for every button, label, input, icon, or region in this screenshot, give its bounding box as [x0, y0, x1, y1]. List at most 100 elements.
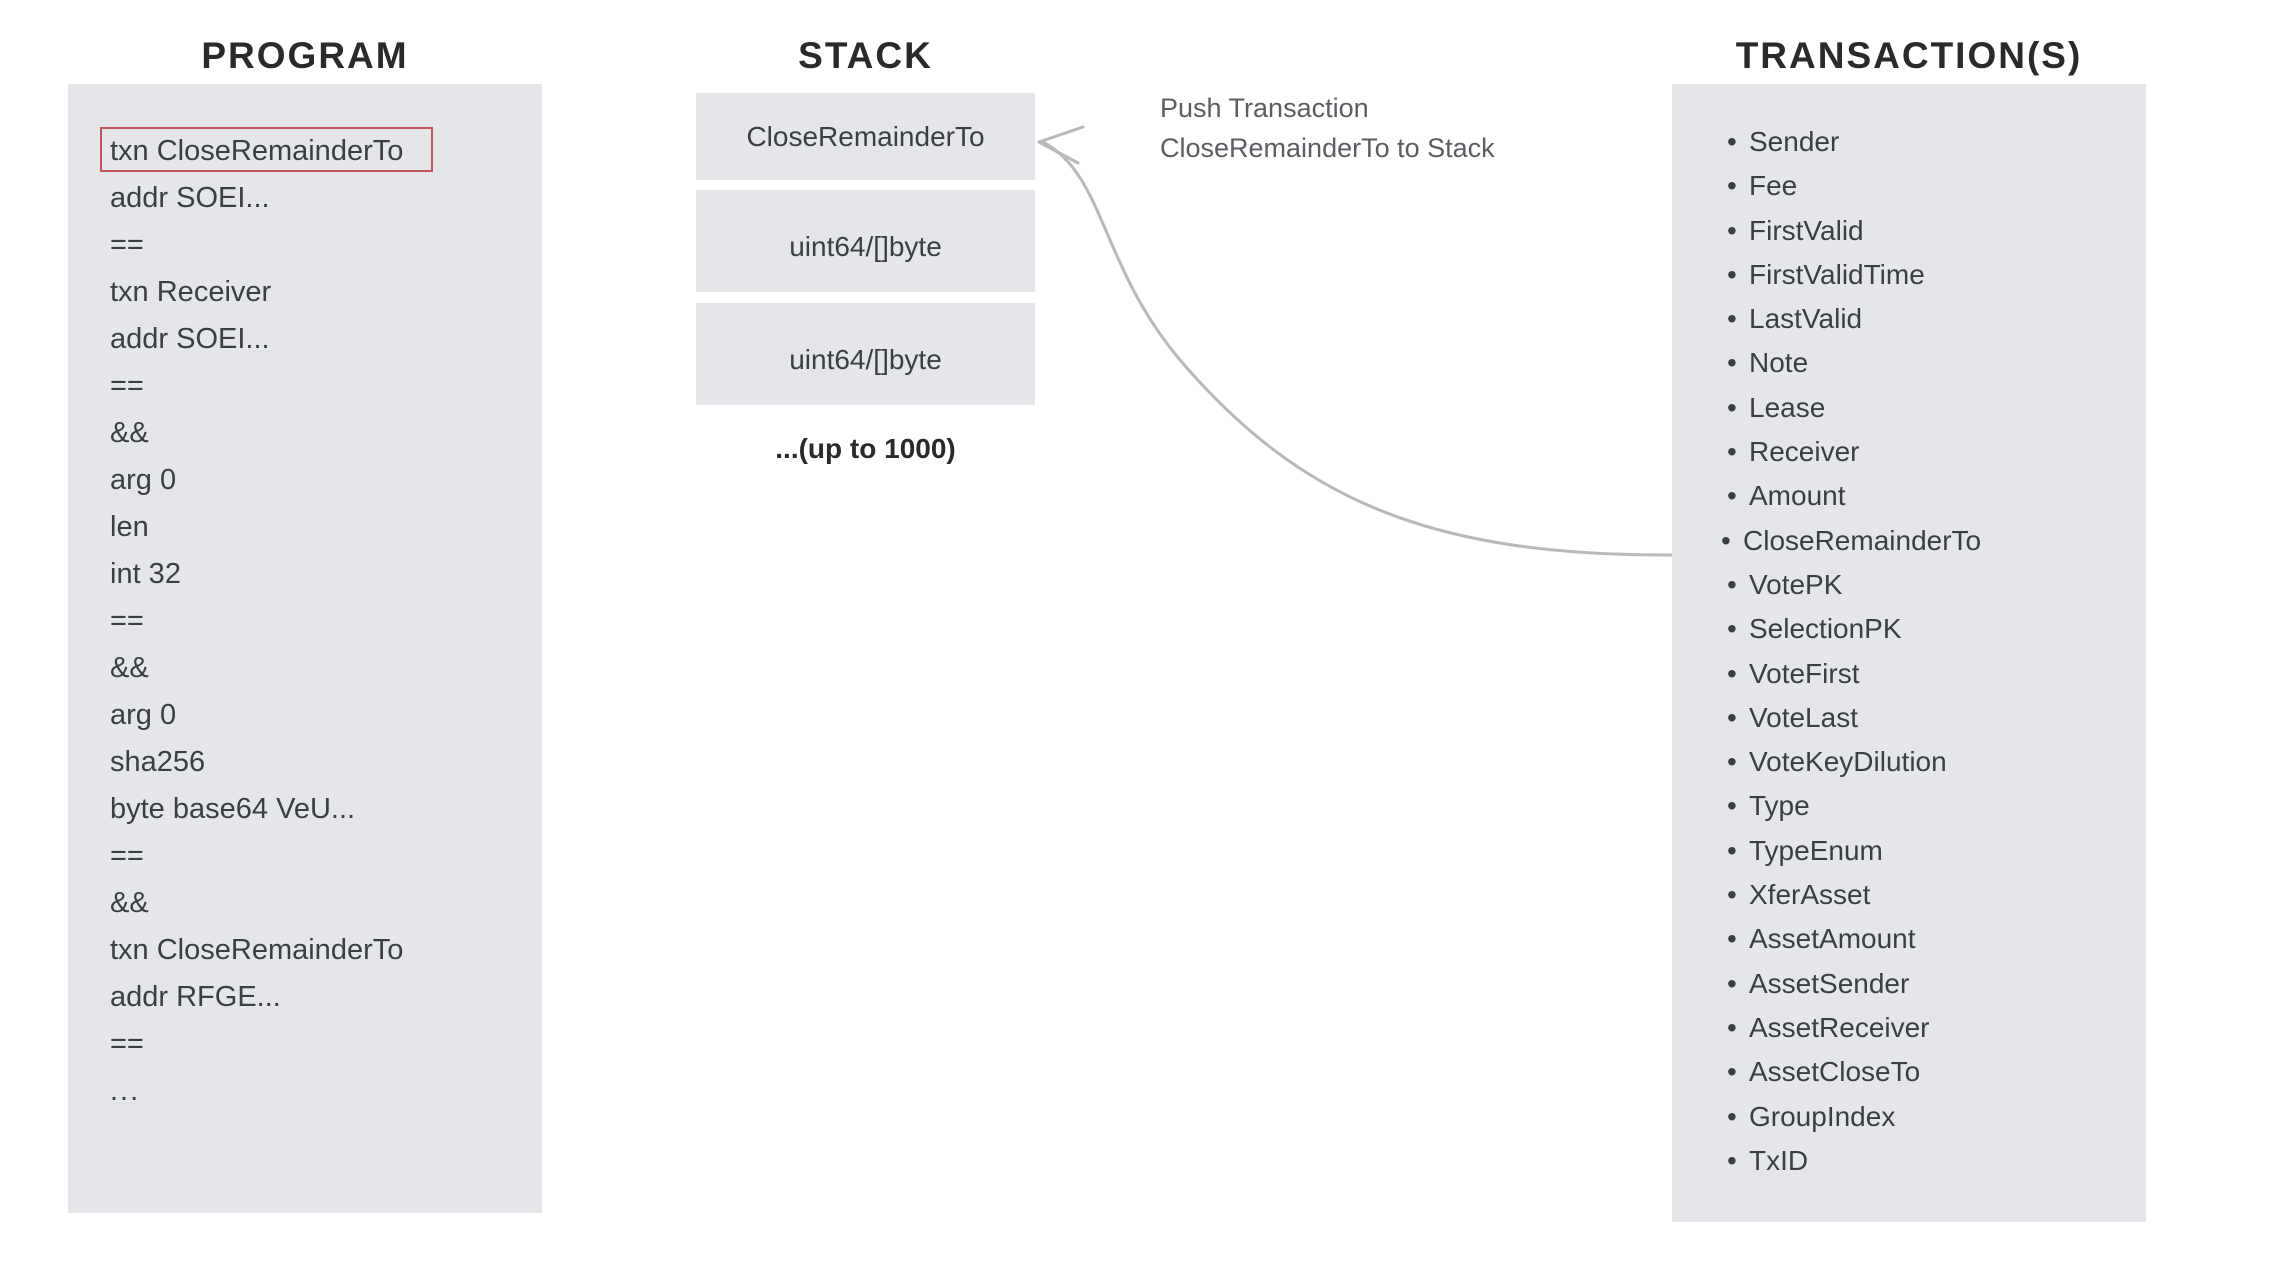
program-line: ==: [110, 605, 144, 637]
transaction-field-label: VotePK: [1749, 568, 1843, 600]
program-instruction-list: txn CloseRemainderTo addr SOEI... == txn…: [110, 128, 530, 1115]
transaction-field-list: • Sender • Fee • FirstValid • FirstValidTime…: [1721, 120, 2147, 1183]
transaction-field: • Fee: [1727, 164, 2147, 208]
program-line: txn CloseRemainderTo: [110, 934, 404, 966]
stack-slot: uint64/[]byte: [696, 190, 1035, 292]
program-line: sha256: [110, 746, 206, 778]
transaction-field-label: AssetReceiver: [1749, 1011, 1930, 1043]
transaction-field-label: VoteKeyDilution: [1749, 746, 1947, 778]
transaction-field: • FirstValid: [1727, 209, 2147, 253]
transaction-field: • AssetReceiver: [1727, 1006, 2147, 1050]
stack-overflow-label: ...(up to 1000): [775, 433, 956, 464]
stack-slot-label: uint64/[]byte: [789, 344, 942, 375]
program-line: ==: [110, 840, 144, 872]
stack-column-heading: STACK: [798, 35, 933, 76]
bullet-icon: •: [1727, 1100, 1737, 1132]
push-transaction-annotation: Push Transaction CloseRemainderTo to Sta…: [1160, 88, 1495, 168]
program-line: byte base64 VeU...: [110, 793, 356, 825]
bullet-icon: •: [1727, 923, 1737, 955]
transaction-field-label: LastValid: [1749, 303, 1863, 335]
bullet-icon: •: [1727, 1144, 1737, 1176]
transaction-field-closeremainderto: • CloseRemainderTo: [1721, 519, 2147, 563]
bullet-icon: •: [1727, 1056, 1737, 1088]
bullet-icon: •: [1727, 436, 1737, 468]
transaction-field: • AssetSender: [1727, 962, 2147, 1006]
transaction-field: • Type: [1727, 784, 2147, 828]
transaction-field: • VoteKeyDilution: [1727, 740, 2147, 784]
bullet-icon: •: [1727, 834, 1737, 866]
stack-slot: CloseRemainderTo: [696, 93, 1035, 180]
transaction-field-label: VoteLast: [1749, 701, 1858, 733]
transaction-field-label: FirstValid: [1749, 214, 1864, 246]
transaction-field-label: Amount: [1749, 480, 1846, 512]
bullet-icon: •: [1727, 657, 1737, 689]
annotation-line-2: CloseRemainderTo to Stack: [1160, 133, 1495, 163]
bullet-icon: •: [1727, 879, 1737, 911]
transaction-field: • LastValid: [1727, 297, 2147, 341]
bullet-icon: •: [1727, 391, 1737, 423]
program-line: arg 0: [110, 699, 177, 731]
stack-slot-label: CloseRemainderTo: [746, 120, 985, 152]
bullet-icon: •: [1727, 701, 1737, 733]
transaction-field-label: Fee: [1749, 170, 1798, 202]
transaction-field: • TxID: [1727, 1139, 2147, 1183]
program-line: addr RFGE...: [110, 981, 281, 1013]
bullet-icon: •: [1727, 790, 1737, 822]
annotation-line-1: Push Transaction: [1160, 93, 1369, 123]
transaction-field: • VotePK: [1727, 563, 2147, 607]
transaction-field: • AssetAmount: [1727, 917, 2147, 961]
program-line: txn Receiver: [110, 276, 272, 308]
bullet-icon: •: [1727, 170, 1737, 202]
bullet-icon: •: [1727, 347, 1737, 379]
transaction-field-label: AssetSender: [1749, 967, 1910, 999]
program-line-highlight-box: [100, 127, 433, 172]
transaction-field: •Amount: [1727, 474, 2147, 518]
transaction-field-label: VoteFirst: [1749, 657, 1860, 689]
program-line: len: [110, 511, 149, 543]
transaction-field-label: Receiver: [1749, 436, 1860, 468]
bullet-icon: •: [1727, 568, 1737, 600]
transactions-panel: [1672, 84, 2146, 1222]
program-line: ==: [110, 1028, 144, 1060]
transaction-field-label: Sender: [1749, 126, 1840, 157]
stack-slot-label: uint64/[]byte: [789, 231, 942, 262]
transaction-field-label: TxID: [1749, 1144, 1809, 1176]
bullet-icon: •: [1721, 524, 1731, 556]
program-line: &&: [110, 887, 149, 919]
bullet-icon: •: [1727, 746, 1737, 778]
transaction-field: • Sender: [1727, 120, 2147, 164]
transaction-field: • XferAsset: [1727, 873, 2147, 917]
program-line: arg 0: [110, 464, 177, 496]
program-line: int 32: [110, 558, 181, 590]
program-line: &&: [110, 417, 149, 449]
program-panel: [68, 84, 542, 1213]
transaction-field-label: Note: [1749, 347, 1809, 379]
bullet-icon: •: [1727, 967, 1737, 999]
transaction-field-label: XferAsset: [1749, 879, 1871, 911]
bullet-icon: •: [1727, 258, 1737, 290]
program-line: &&: [110, 652, 149, 684]
transaction-field: • Receiver: [1727, 430, 2147, 474]
transaction-field-label: TypeEnum: [1749, 834, 1883, 866]
program-line: ==: [110, 370, 144, 402]
bullet-icon: •: [1727, 214, 1737, 246]
transaction-field: • VoteLast: [1727, 696, 2147, 740]
program-column-heading: PROGRAM: [201, 35, 409, 76]
transaction-field-label: AssetAmount: [1749, 923, 1916, 955]
stack-slot: uint64/[]byte: [696, 303, 1035, 405]
program-line: txn CloseRemainderTo: [110, 135, 404, 167]
program-line: ==: [110, 229, 144, 261]
transaction-field-label: Type: [1749, 790, 1810, 822]
transaction-field: •SelectionPK: [1727, 607, 2147, 651]
transaction-field-label: FirstValidTime: [1749, 258, 1925, 290]
transaction-field: • VoteFirst: [1727, 652, 2147, 696]
program-line: addr SOEI...: [110, 323, 270, 355]
transaction-field-label: CloseRemainderTo: [1743, 524, 1982, 556]
bullet-icon: •: [1727, 126, 1737, 157]
transactions-column-heading: TRANSACTION(S): [1735, 35, 2083, 76]
bullet-icon: •: [1727, 1011, 1737, 1043]
bullet-icon: •: [1727, 303, 1737, 335]
transaction-field: •Lease: [1727, 386, 2147, 430]
transaction-field: •AssetCloseTo: [1727, 1050, 2147, 1094]
